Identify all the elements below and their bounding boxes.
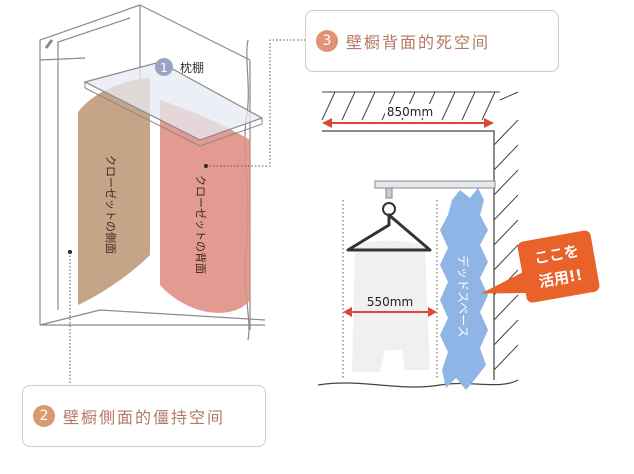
right-wall-hatch <box>493 91 519 371</box>
shelf-badge-circle <box>155 58 173 76</box>
width-850-head-right <box>484 118 494 128</box>
width-850-head-left <box>322 118 332 128</box>
hanger-rod <box>382 202 396 216</box>
floor-wave <box>317 379 519 388</box>
width-550-head-right <box>428 307 437 317</box>
width-550-label: 550mm <box>367 295 413 309</box>
closet-frame-inner <box>57 17 131 310</box>
tip-callout: ここを 活用!! <box>481 230 600 303</box>
hanger-icon <box>346 213 432 252</box>
closet-side-label: クローゼットの側面 <box>104 155 117 254</box>
dead-space-label: デッドスペース <box>456 255 471 338</box>
shelf-badge-number: 1 <box>160 61 168 75</box>
tip-callout-box <box>517 230 600 303</box>
garment-silhouette <box>352 240 430 372</box>
callout-3-text: 壁橱背面的死空间 <box>346 33 491 52</box>
closet-frame-bottom <box>39 309 101 326</box>
closet-left-rail <box>44 39 54 49</box>
closet-side-panel <box>78 78 150 305</box>
inner-wall-outline <box>322 130 495 380</box>
dead-space-shape <box>440 188 488 390</box>
hanger-bar-shelf <box>374 180 496 189</box>
closet-left-bar <box>39 57 86 61</box>
tip-callout-pointer <box>481 271 530 294</box>
back-leader-line <box>206 39 305 167</box>
callout-side-space: 2 壁橱側面的僵持空间 <box>22 385 266 447</box>
closet-floor-line <box>99 309 266 321</box>
shelf-label: 枕棚 <box>180 60 204 75</box>
closet-cross-section: 850mm 550mm デッドスペース <box>317 91 519 390</box>
width-850-label-bg <box>385 104 435 118</box>
closet-back-label: クローゼットの背面 <box>194 175 208 274</box>
width-850-label: 850mm <box>387 105 433 119</box>
callout-3-badge: 3 <box>316 30 338 52</box>
callout-2-badge: 2 <box>33 405 55 427</box>
shelf-edge-front2 <box>199 123 263 147</box>
closet-frame-top <box>139 4 251 61</box>
callout-2-text: 壁橱側面的僵持空间 <box>63 408 226 427</box>
closet-back-panel <box>160 100 250 313</box>
callout-back-dead-space: 3 壁橱背面的死空间 <box>305 10 559 72</box>
shelf-edge-front <box>84 87 201 147</box>
width-550-head-left <box>343 307 352 317</box>
closet-frame-left <box>39 4 141 325</box>
hanger-rod-bracket <box>385 187 393 199</box>
